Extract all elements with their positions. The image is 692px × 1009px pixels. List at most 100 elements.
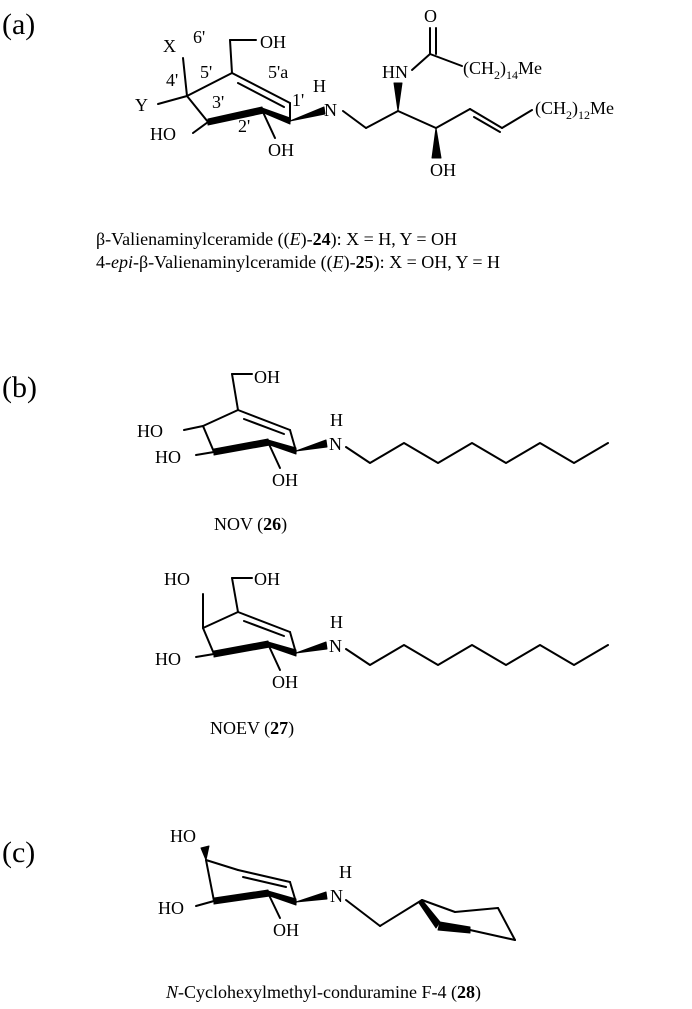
caption-compound-28: N-Cyclohexylmethyl-conduramine F-4 (28) — [165, 982, 481, 1003]
compound-28-structure — [195, 845, 516, 941]
atom-c2-oh: OH — [272, 470, 298, 490]
bond-c5-c5a-inner — [243, 620, 285, 637]
bold-bond-c2-c1 — [261, 107, 291, 125]
atom-c3-ho: HO — [155, 649, 181, 669]
bond-ch2-cy — [379, 899, 423, 927]
atom-nh-h: H — [339, 862, 352, 882]
atom-c3-ho: HO — [150, 124, 176, 144]
bond-c5-c5a-double — [231, 72, 291, 104]
bond-carbonyl-chain — [429, 53, 463, 67]
bond-n-ch2 — [342, 110, 367, 129]
atom-c6-oh: OH — [254, 569, 280, 589]
atom-c6-oh: OH — [260, 32, 286, 52]
compound-24-25-structure — [157, 27, 533, 159]
bond-c5-c5a-inner — [243, 418, 285, 435]
cyclohexyl-bond-4 — [469, 929, 516, 941]
bond-c5-chain — [501, 109, 533, 129]
bond-c5-c6 — [229, 39, 233, 74]
panel-label-c: (c) — [2, 836, 35, 869]
wedge-c1-n — [295, 641, 328, 654]
locant-4prime: 4' — [166, 70, 178, 90]
bond-c5a-c1 — [289, 429, 297, 452]
bond-n-ch2 — [345, 899, 381, 927]
panel-label-b: (b) — [2, 371, 37, 404]
cyclohexyl-bold-bond-6 — [418, 899, 441, 929]
compound-27-structure — [195, 577, 609, 671]
bond-c5-c6-inner — [242, 876, 287, 888]
atom-c4-ho: HO — [164, 569, 190, 589]
bond-c5a-c1 — [289, 631, 297, 654]
atom-c3-ho: HO — [158, 898, 184, 918]
bond-c2-c3ceramide — [397, 110, 437, 129]
atom-nh-n: N — [324, 100, 337, 120]
octyl-chain — [345, 442, 609, 464]
bond-c4-c5 — [205, 859, 239, 871]
caption-compound-25: 4-epi-β-Valienaminylceramide ((E)-25): X… — [96, 252, 500, 273]
bond-c4-c3 — [205, 859, 215, 902]
atom-nh-h: H — [330, 410, 343, 430]
bond-nh-carbonyl — [411, 53, 431, 71]
caption-compound-26: NOV (26) — [214, 514, 287, 535]
caption-compound-24: β-Valienaminylceramide ((E)-24): X = H, … — [96, 229, 457, 250]
bond-c5-c6-double — [237, 869, 291, 883]
bold-bond-c3-c2 — [213, 438, 271, 456]
caption-compound-27: NOEV (27) — [210, 718, 294, 739]
atom-amide-hn: HN — [382, 62, 408, 82]
locant-3prime: 3' — [212, 92, 224, 112]
bond-c4-c5-double — [469, 108, 503, 129]
bond-c3-ho — [195, 451, 215, 456]
bond-c5-c5a-inner — [237, 82, 285, 108]
bond-c5-c6 — [231, 373, 239, 411]
locant-5prime: 5' — [200, 62, 212, 82]
atom-c2-oh: OH — [273, 920, 299, 940]
cyclohexyl-bold-bond-5 — [437, 921, 471, 934]
atom-c4-ho: HO — [170, 826, 196, 846]
atom-carbonyl-o: O — [424, 6, 437, 26]
bond-c4-c3 — [202, 627, 215, 655]
bond-c4-c5 — [202, 611, 239, 629]
atom-nh-h: H — [313, 76, 326, 96]
atom-nh-h: H — [330, 612, 343, 632]
bond-c3-oh — [192, 121, 209, 134]
cyclohexyl-bond-1 — [421, 899, 456, 913]
atom-x: X — [163, 36, 176, 56]
bond-c2-oh — [267, 892, 281, 919]
compound-26-structure — [183, 373, 609, 469]
atom-c3-oh: OH — [430, 160, 456, 180]
locant-6prime: 6' — [193, 27, 205, 47]
atom-c6-oh: OH — [254, 367, 280, 387]
wedge-c1-n — [295, 439, 328, 452]
bold-bond-c3-c2 — [213, 889, 271, 905]
chain-ch2-14-me: (CH2)14Me — [463, 58, 542, 82]
bond-c2-oh — [267, 643, 281, 671]
bond-c3-ho — [195, 653, 215, 658]
wedge-c4-ho — [200, 845, 210, 861]
bond-c4-y — [157, 95, 188, 105]
bond-c6-c1 — [289, 881, 297, 903]
atom-c3-ho: HO — [155, 447, 181, 467]
bold-bond-c3-c2 — [213, 640, 271, 658]
bond-c5-c6 — [231, 577, 239, 613]
wedge-c1-n — [295, 891, 328, 903]
bond-c3-c4ceramide — [435, 108, 471, 129]
bond-c2-oh — [261, 109, 276, 139]
atom-nh-n: N — [329, 434, 342, 454]
cyclohexyl-bond-3 — [497, 907, 516, 941]
atom-c4-ho: HO — [137, 421, 163, 441]
atom-nh-n: N — [330, 886, 343, 906]
bond-ch2-c2ceramide — [365, 110, 399, 129]
octyl-chain — [345, 644, 609, 666]
hash-c2-nh — [393, 82, 403, 112]
bond-c4-ho — [183, 425, 204, 431]
atom-nh-n: N — [329, 636, 342, 656]
bond-c4-c5 — [202, 409, 239, 427]
bond-c2-oh — [267, 441, 281, 469]
panel-label-a: (a) — [2, 8, 35, 41]
wedge-c3-oh — [431, 127, 442, 159]
locant-5prime-a: 5'a — [268, 62, 288, 82]
atom-c2-oh: OH — [268, 140, 294, 160]
bond-c4-c5 — [186, 72, 233, 97]
locant-2prime: 2' — [238, 116, 250, 136]
bond-c4-c3 — [202, 425, 215, 453]
